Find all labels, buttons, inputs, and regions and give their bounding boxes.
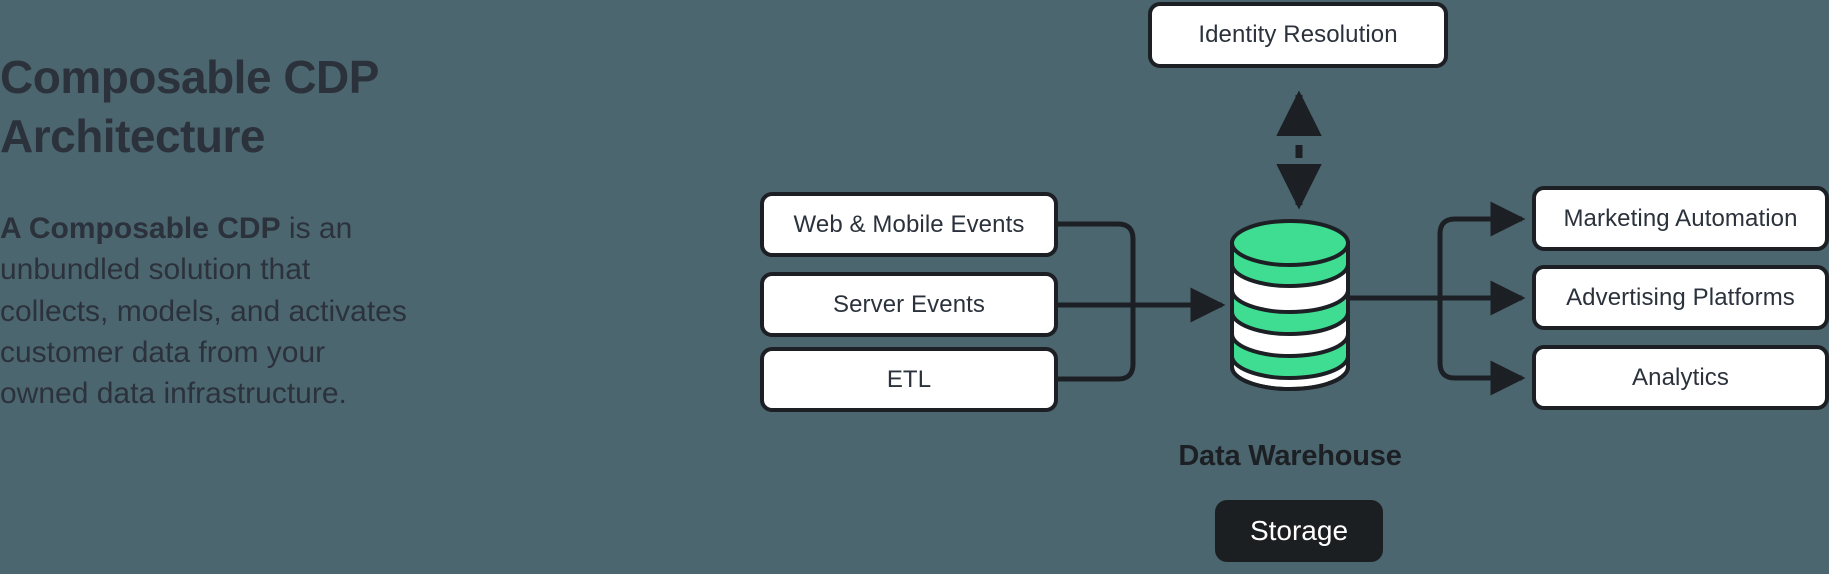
node-identity-resolution-label: Identity Resolution <box>1198 21 1398 48</box>
node-marketing-automation-label: Marketing Automation <box>1563 204 1798 232</box>
intro-paragraph: A Composable CDP is an unbundled solutio… <box>0 208 420 415</box>
marketing-automation-connector-line <box>1437 201 1526 298</box>
intro-panel: Composable CDP Architecture A Composable… <box>0 48 460 415</box>
node-web-and-mobile-events[interactable]: Web & Mobile Events <box>760 192 1058 257</box>
database-cylinder-icon <box>1230 219 1350 391</box>
data-warehouse-label: Data Warehouse <box>1178 440 1402 472</box>
analytics-connector-line <box>1437 298 1526 396</box>
storage-badge: Storage <box>1215 500 1383 562</box>
intro-body-text: is an unbundled solution that collects, … <box>0 211 407 411</box>
node-identity-resolution[interactable]: Identity Resolution <box>1148 2 1448 68</box>
page-title: Composable CDP Architecture <box>0 51 379 162</box>
node-analytics[interactable]: Analytics <box>1532 345 1829 410</box>
warehouse-to-destinations-connector <box>1348 201 1526 396</box>
node-server-events-label: Server Events <box>832 290 986 318</box>
node-analytics-label: Analytics <box>1632 363 1729 391</box>
intro-lead-phrase: A Composable CDP <box>0 211 281 245</box>
etl-connector-line <box>1058 305 1136 382</box>
node-server-events[interactable]: Server Events <box>760 272 1058 337</box>
node-advertising-platforms-label: Advertising Platforms <box>1566 283 1795 311</box>
sources-to-warehouse-connector <box>1058 221 1226 382</box>
node-etl[interactable]: ETL <box>760 347 1058 412</box>
node-web-and-mobile-events-label: Web & Mobile Events <box>793 210 1025 238</box>
node-etl-label: ETL <box>886 365 932 393</box>
storage-badge-label: Storage <box>1249 515 1349 546</box>
web-events-connector-line <box>1058 221 1136 305</box>
node-marketing-automation[interactable]: Marketing Automation <box>1532 186 1829 251</box>
node-advertising-platforms[interactable]: Advertising Platforms <box>1532 265 1829 330</box>
